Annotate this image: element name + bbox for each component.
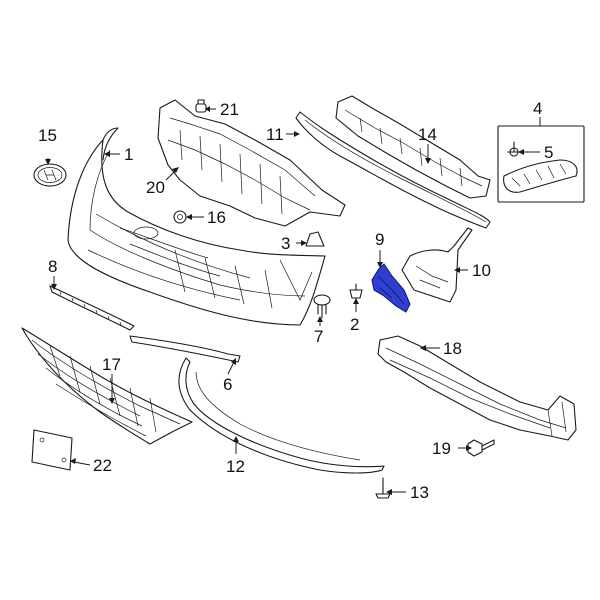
part-bolt-19[interactable] <box>467 439 495 457</box>
callout-19: 19 <box>432 439 451 458</box>
part-bracket-9-highlighted[interactable] <box>371 263 411 313</box>
callout-9: 9 <box>375 230 384 249</box>
part-grille[interactable] <box>21 327 193 445</box>
part-clip-3[interactable] <box>305 231 325 247</box>
callout-3: 3 <box>281 234 290 253</box>
part-clip-16[interactable] <box>173 210 187 224</box>
part-push-pin-7[interactable] <box>313 294 331 319</box>
callout-22: 22 <box>93 456 112 475</box>
callout-15: 15 <box>38 126 57 145</box>
callout-20: 20 <box>146 178 165 197</box>
callout-14: 14 <box>418 125 437 144</box>
part-lower-garnish-6[interactable] <box>129 335 241 363</box>
part-reinforcement-beam[interactable] <box>377 335 577 441</box>
callout-10: 10 <box>472 261 491 280</box>
part-bumper-cover[interactable] <box>67 127 326 326</box>
part-lower-lip-12[interactable] <box>178 357 385 474</box>
callout-1: 1 <box>124 145 133 164</box>
part-clip-21[interactable] <box>195 99 207 113</box>
part-energy-absorber[interactable] <box>335 95 491 199</box>
part-license-bracket[interactable] <box>31 429 73 471</box>
part-screw-5[interactable] <box>507 141 521 157</box>
part-upper-carrier[interactable] <box>157 99 346 227</box>
part-side-bracket-10[interactable] <box>401 227 473 303</box>
part-emblem[interactable] <box>33 163 67 187</box>
callout-2: 2 <box>350 315 359 334</box>
callout-5: 5 <box>544 143 553 162</box>
callout-8: 8 <box>48 257 57 276</box>
leader-lines <box>45 106 541 495</box>
callout-17: 17 <box>102 355 121 374</box>
callout-6: 6 <box>223 375 232 394</box>
callout-7: 7 <box>314 327 323 346</box>
callout-16: 16 <box>207 208 226 227</box>
callout-labels: 1 15 20 21 11 14 4 5 16 3 8 9 10 2 7 6 1… <box>38 99 553 502</box>
callout-4: 4 <box>533 99 542 118</box>
part-lower-strip-8[interactable] <box>49 285 135 331</box>
part-bracket-kit[interactable] <box>497 125 585 203</box>
callout-18: 18 <box>443 339 462 358</box>
callout-12: 12 <box>226 457 245 476</box>
part-clip-2[interactable] <box>349 283 363 299</box>
callout-11: 11 <box>266 125 284 144</box>
part-bolt-13[interactable] <box>375 477 391 499</box>
part-upper-molding[interactable] <box>295 111 491 229</box>
callout-13: 13 <box>410 483 429 502</box>
callout-21: 21 <box>220 100 239 119</box>
